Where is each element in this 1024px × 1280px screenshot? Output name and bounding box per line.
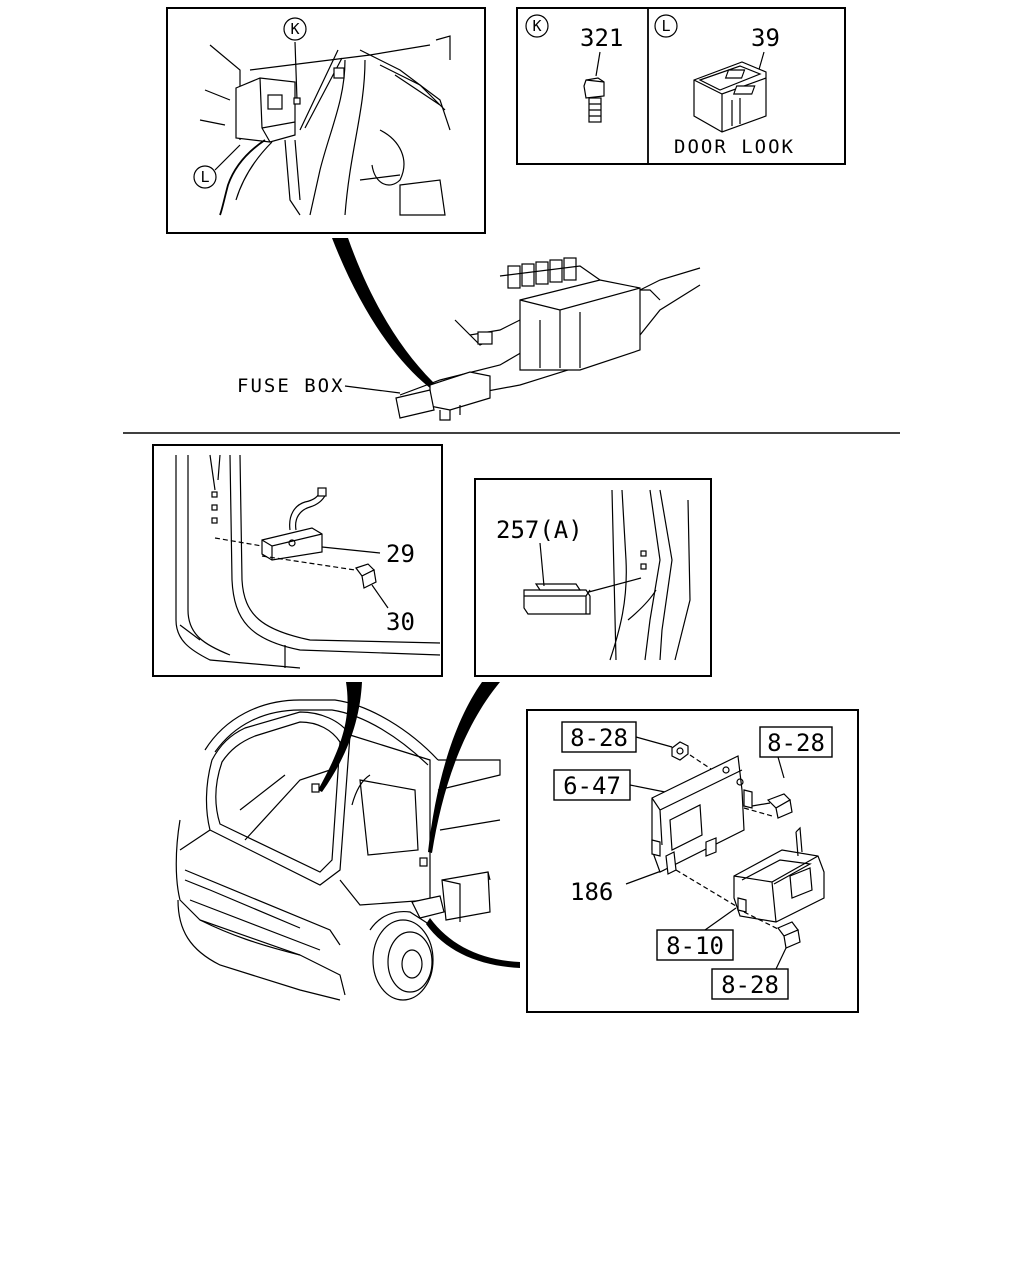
callout-8-10: 8-10 <box>666 932 724 960</box>
callout-30: 30 <box>386 608 415 636</box>
circle-label-l <box>193 165 217 189</box>
part-door-lock-39 <box>693 61 767 133</box>
part-control-unit-186 <box>733 826 825 923</box>
label-door-look: DOOR LOOK <box>674 136 795 158</box>
callout-321: 321 <box>580 24 623 52</box>
connector-band-right <box>428 682 500 853</box>
callout-29: 29 <box>386 540 415 568</box>
callout-186: 186 <box>570 878 613 906</box>
inset-parts-kl: K L 321 39 DOOR LOOK <box>516 7 846 165</box>
truck-illustration <box>175 699 501 1001</box>
inset-bracket-assembly: 8-28 8-28 6-47 186 8-10 8-28 <box>526 709 859 1013</box>
connector-band-bottom <box>426 918 520 968</box>
inset-fuse-area: K L <box>166 7 486 234</box>
circle-label-l-inset <box>654 14 678 38</box>
callout-box-8-28-b <box>759 726 833 758</box>
part-bracket-6-47 <box>651 755 753 875</box>
part-nut-8-28 <box>671 741 689 761</box>
circle-label-l-inset-text: L <box>661 17 670 35</box>
callout-box-6-47 <box>553 769 631 801</box>
label-fuse-box: FUSE BOX <box>237 375 345 397</box>
callout-8-28-c: 8-28 <box>721 971 779 999</box>
part-bolt-8-28-upper <box>751 793 793 819</box>
callout-box-8-28-a <box>561 721 637 753</box>
connector-band-top <box>332 238 436 388</box>
fuse-row <box>499 257 601 289</box>
callout-257a: 257(A) <box>496 516 583 544</box>
callout-box-8-10 <box>656 929 734 961</box>
circle-label-l-text: L <box>200 168 209 186</box>
connector-band-left <box>318 682 362 792</box>
part-bolt-8-28-lower <box>743 911 801 949</box>
callout-box-8-28-c <box>711 968 789 1000</box>
fuse-box-assembly: FUSE BOX <box>237 257 701 421</box>
inset-bracket-29: 29 30 <box>152 444 443 677</box>
circle-label-k-inset-text: K <box>532 17 541 35</box>
circle-label-k-inset <box>525 14 549 38</box>
callout-6-47: 6-47 <box>563 772 621 800</box>
callout-39: 39 <box>751 24 780 52</box>
callout-8-28-b: 8-28 <box>767 729 825 757</box>
callout-8-28-a: 8-28 <box>570 724 628 752</box>
part-clip-321 <box>583 77 605 123</box>
circle-label-k <box>283 17 307 41</box>
inset-switch-257a: 257(A) <box>474 478 712 677</box>
circle-label-k-text: K <box>290 20 299 38</box>
